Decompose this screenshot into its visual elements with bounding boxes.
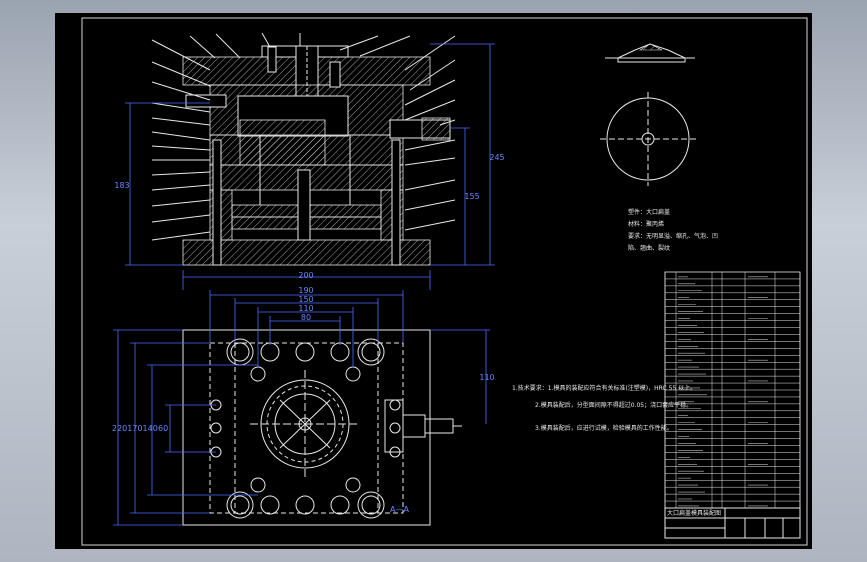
dim-plan-110: 110	[298, 304, 313, 313]
dim-total-height: 245	[489, 153, 504, 162]
dim-left-stack: 220170140	[112, 424, 158, 433]
plan-view: 190 150 110 80 110 220170140 60 A—A	[112, 286, 495, 526]
technical-requirements: 1.技术要求：1.模具的装配应符合有关标准(注塑模)，HRC 55 以上。 2.…	[512, 384, 696, 432]
dim-left-height: 183	[114, 181, 129, 190]
requirement-2: 2.模具装配后，分型面间隙不得超过0.05；浇口套应平稳。	[535, 401, 692, 409]
part-name: 塑件：大口扁盖	[628, 208, 670, 216]
part-requirements: 要求：无明显溢、缩孔、气泡、凹	[628, 232, 718, 240]
section-marker: A—A	[390, 505, 409, 514]
dim-plan-190: 190	[298, 286, 313, 295]
part-sketch	[600, 43, 696, 186]
drawing-sheet	[55, 13, 812, 549]
drawing-frame	[81, 17, 808, 546]
dim-right-height: 155	[464, 192, 479, 201]
part-requirements-2: 陷、翘曲、裂纹	[628, 244, 670, 252]
dim-left-stack-suffix: 60	[158, 424, 168, 433]
part-notes: 塑件：大口扁盖 材料：聚丙烯 要求：无明显溢、缩孔、气泡、凹 陷、翘曲、裂纹	[628, 208, 718, 252]
dim-plan-height: 110	[479, 373, 494, 382]
dim-plan-80: 80	[301, 313, 311, 322]
dim-plan-150: 150	[298, 295, 313, 304]
drawing-title: 大口扁盖模具装配图	[667, 509, 721, 517]
part-material: 材料：聚丙烯	[628, 220, 664, 228]
section-view: 183 245 155 200	[114, 32, 505, 290]
parts-list	[664, 271, 801, 509]
requirement-1: 1.技术要求：1.模具的装配应符合有关标准(注塑模)，HRC 55 以上。	[512, 384, 696, 392]
title-block: 大口扁盖模具装配图	[664, 507, 801, 539]
dim-width-top: 200	[298, 271, 313, 280]
requirement-3: 3.模具装配后，应进行试模，检验模具的工作性能。	[535, 424, 673, 432]
